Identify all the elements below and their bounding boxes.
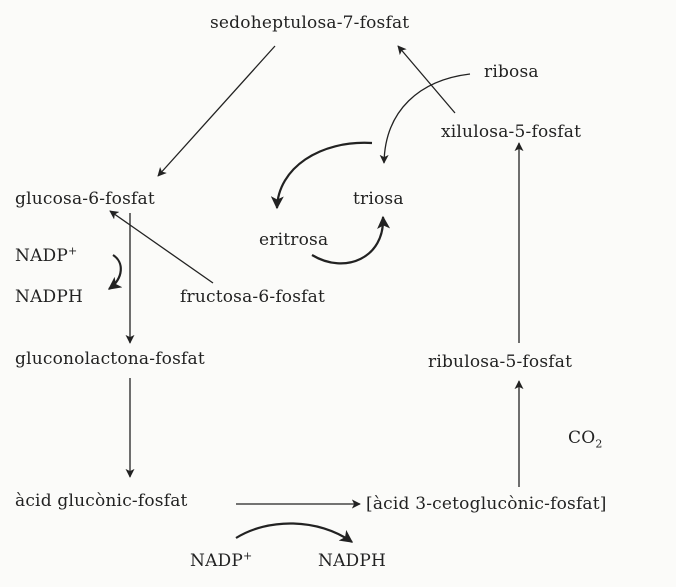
cofactor-nadph-bottom: NADPH [318, 551, 387, 571]
arrow-xilulosa-to-sedoheptulosa [397, 45, 456, 114]
cofactor-nadp-bottom: NADP+ [190, 549, 253, 571]
nadp-charge-bottom: + [243, 549, 253, 563]
node-triosa: triosa [353, 189, 404, 209]
nadp-charge: + [68, 244, 78, 258]
cofactor-nadph-left: NADPH [15, 287, 84, 307]
node-acid-gluconic: àcid glucònic-fosfat [15, 491, 188, 511]
nadp-text: NADP [15, 246, 69, 266]
node-ribosa: ribosa [484, 62, 539, 82]
co2-text: CO [568, 428, 596, 448]
node-eritrosa: eritrosa [259, 230, 329, 250]
arrow-nadp-to-nadph-bottom [235, 522, 354, 543]
cofactor-nadp-left: NADP+ [15, 244, 78, 266]
node-xilulosa: xilulosa-5-fosfat [441, 122, 582, 142]
node-ribulosa: ribulosa-5-fosfat [428, 352, 573, 372]
arrow-triosa-to-eritrosa [270, 141, 373, 210]
node-glucosa-6-fosfat: glucosa-6-fosfat [15, 189, 155, 209]
arrow-fructosa-to-glucosa [109, 210, 214, 284]
nadp-text-bottom: NADP [190, 551, 244, 571]
arrow-ribosa-to-triosa [379, 73, 471, 164]
node-acid-3-cetogluconic: [àcid 3-cetoglucònic-fosfat] [366, 494, 607, 514]
node-fructosa-6-fosfat: fructosa-6-fosfat [180, 287, 326, 307]
arrow-nadp-to-nadph-left [107, 254, 123, 290]
cofactor-co2: CO2 [568, 428, 603, 451]
node-sedoheptulosa: sedoheptulosa-7-fosfat [210, 13, 410, 33]
co2-subscript: 2 [595, 437, 603, 451]
arrow-eritrosa-to-triosa [311, 215, 391, 265]
arrow-sedoheptulosa-to-glucosa [157, 45, 276, 177]
node-gluconolactona: gluconolactona-fosfat [15, 349, 205, 369]
